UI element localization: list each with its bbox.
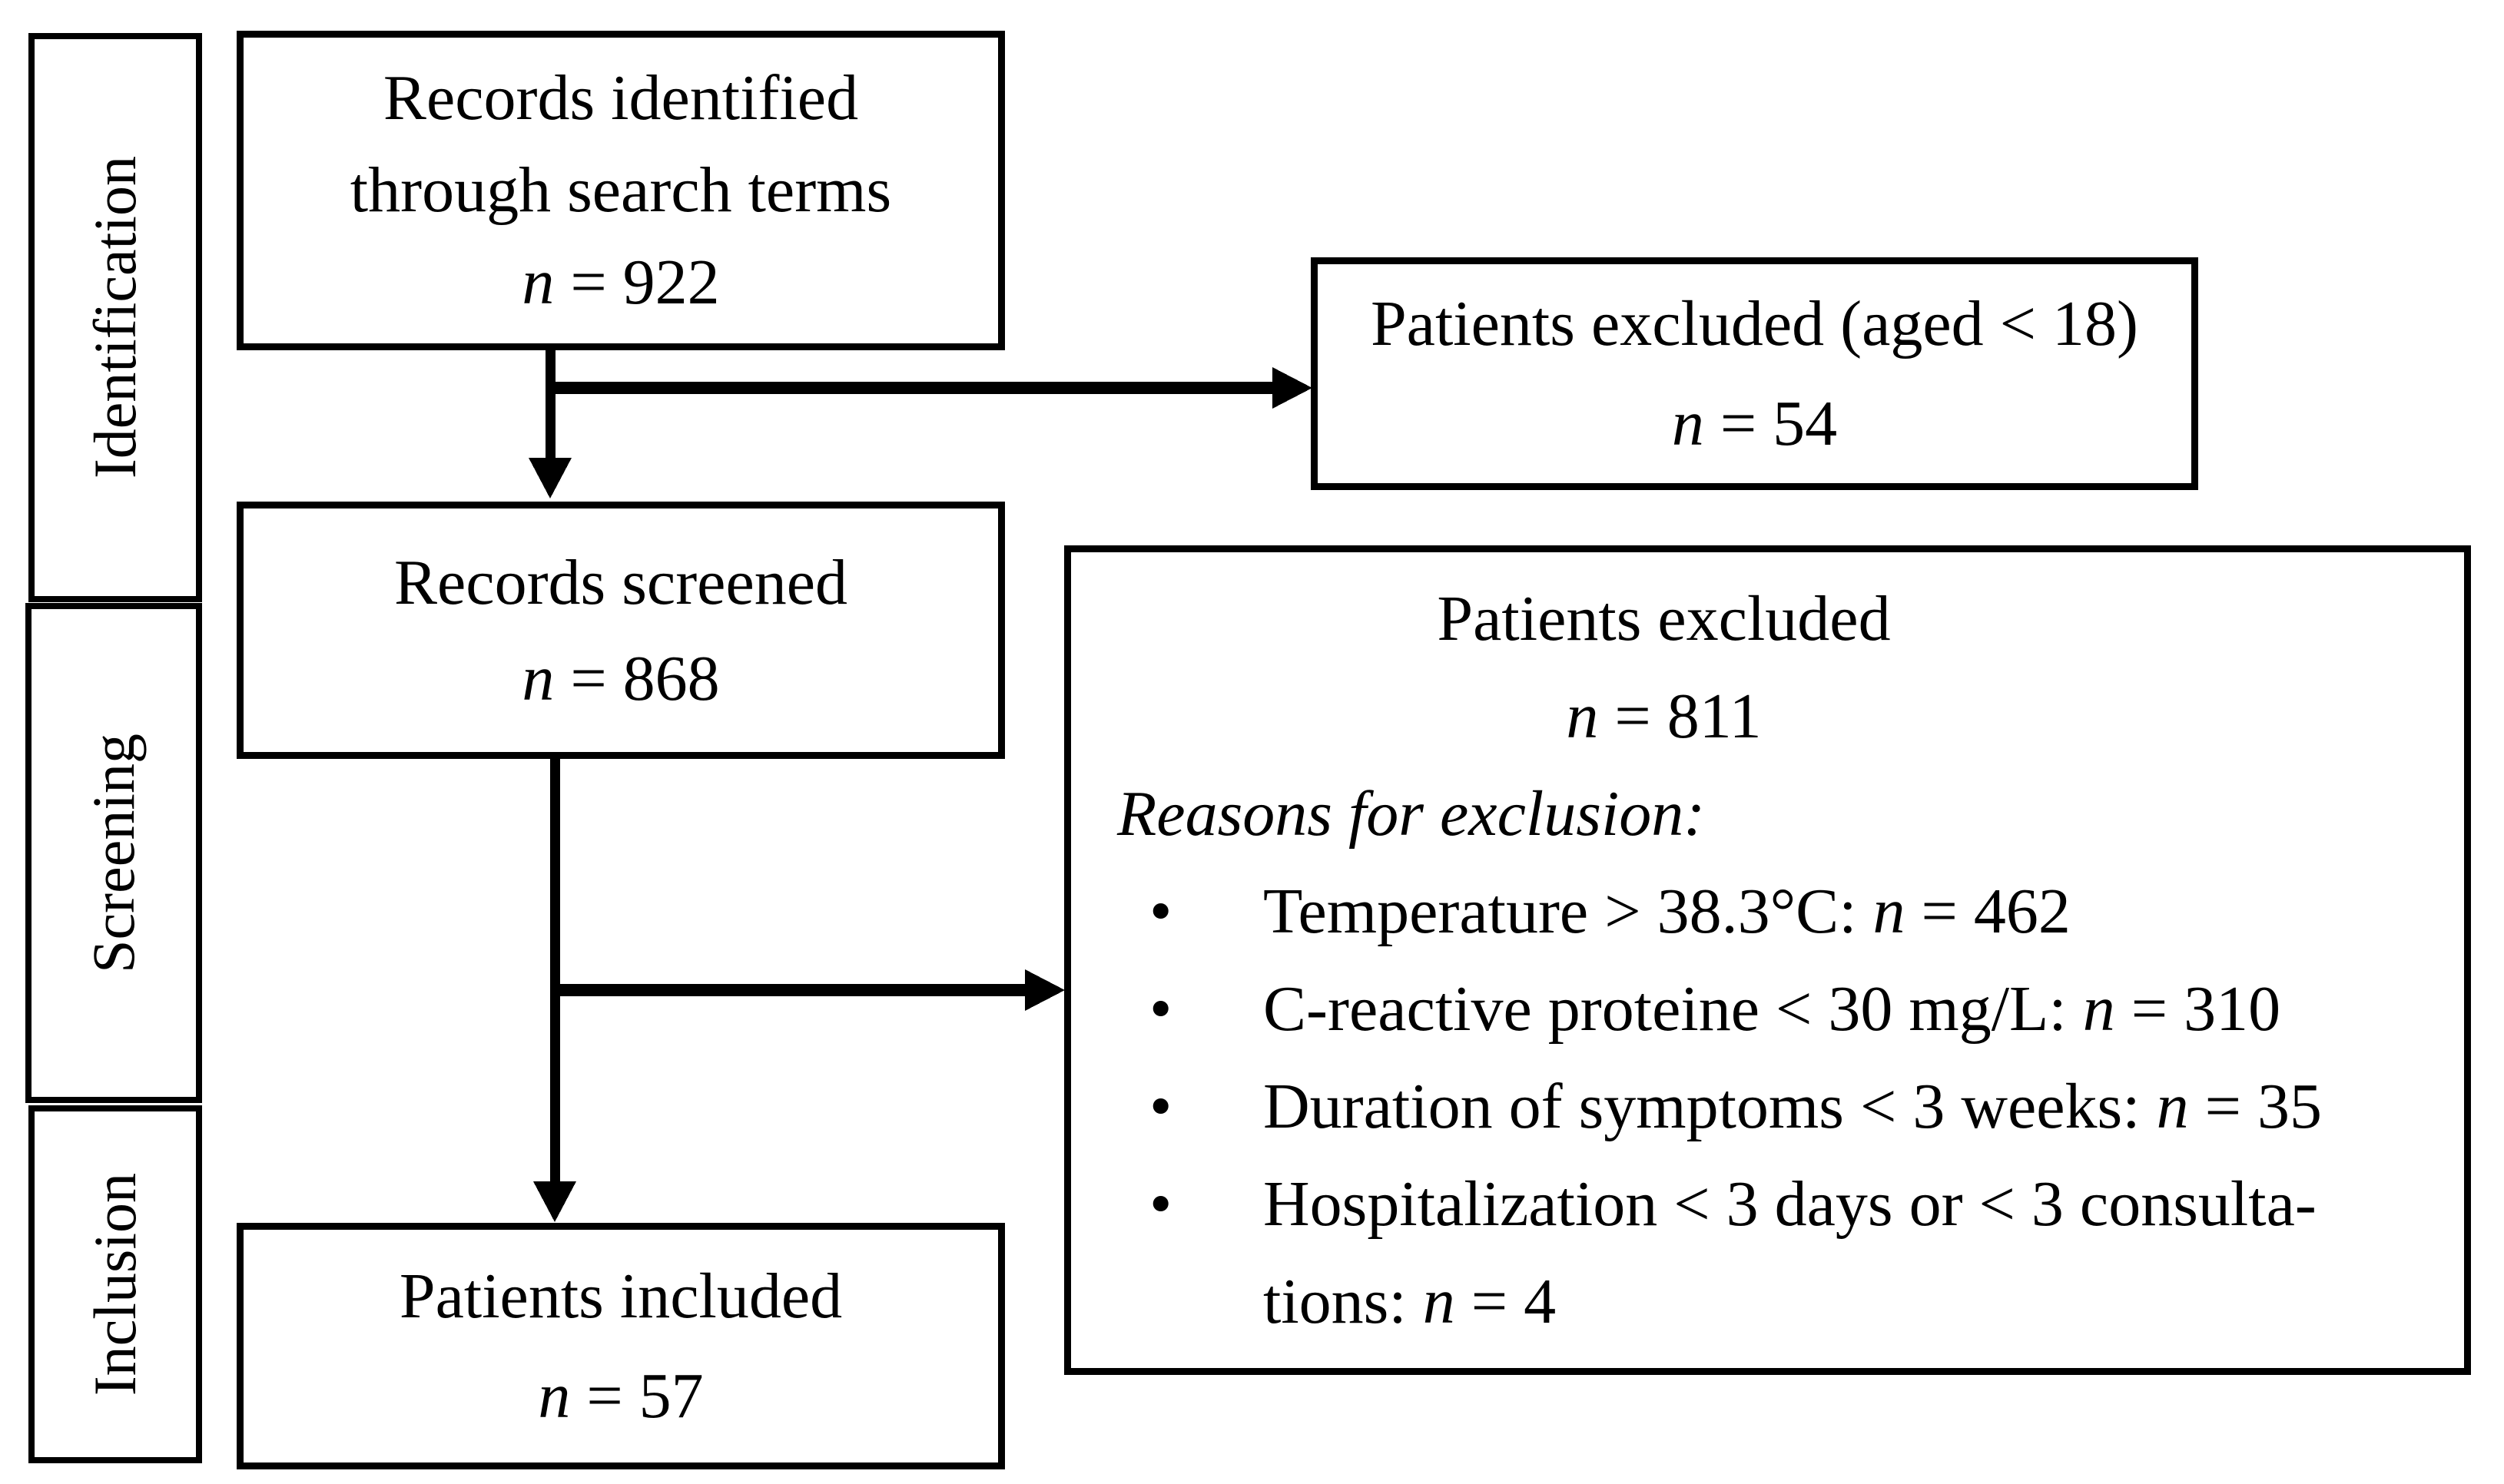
box-patients-excluded-reasons: Patients excluded n = 811 Reasons for ex… bbox=[1064, 545, 2471, 1375]
n-symbol: n bbox=[538, 1360, 571, 1432]
arrow-head-icon bbox=[1272, 367, 1312, 409]
n-value: = 4 bbox=[1471, 1266, 1557, 1337]
count-line: n = 922 bbox=[244, 237, 998, 329]
box-title-line: Records screened bbox=[393, 546, 848, 618]
n-value: = 462 bbox=[1921, 876, 2071, 947]
box-patients-included: Patients included n = 57 bbox=[237, 1223, 1005, 1469]
box-title-line: Patients excluded bbox=[1437, 583, 1891, 654]
box-records-identified: Records identified through search terms … bbox=[237, 31, 1005, 350]
bullet-icon: • bbox=[1149, 1071, 1172, 1142]
n-symbol: n bbox=[1566, 681, 1599, 752]
bullet-icon: • bbox=[1149, 973, 1172, 1045]
box-title-line: through search terms bbox=[350, 154, 892, 226]
stage-screening: Screening bbox=[25, 603, 202, 1103]
reason-item: • Hospitalization < 3 days or < 3 consul… bbox=[1117, 1155, 2418, 1350]
arrow-head-icon bbox=[533, 1181, 576, 1222]
arrow-to-excluded-reasons bbox=[555, 969, 1065, 1011]
arrow-shaft bbox=[546, 347, 556, 462]
arrow-screened-to-included bbox=[533, 757, 576, 1222]
bullet-icon: • bbox=[1149, 1168, 1172, 1240]
n-symbol: n bbox=[522, 642, 555, 714]
count-line: n = 57 bbox=[244, 1347, 998, 1446]
n-symbol: n bbox=[1872, 876, 1905, 947]
arrow-shaft bbox=[546, 382, 1275, 394]
n-value: = 54 bbox=[1720, 387, 1838, 459]
arrow-shaft bbox=[555, 984, 1028, 996]
n-symbol: n bbox=[2156, 1071, 2189, 1142]
count-line: n = 811 bbox=[1117, 667, 2418, 765]
n-value: = 811 bbox=[1614, 681, 1762, 752]
reason-item: • C-reactive proteine < 30 mg/L: n = 310 bbox=[1117, 960, 2418, 1058]
box-title-line: Patients excluded (aged < 18) bbox=[1370, 287, 2139, 359]
reason-item: • Duration of symptoms < 3 weeks: n = 35 bbox=[1117, 1058, 2418, 1155]
stage-identification: Identification bbox=[28, 33, 202, 602]
n-value: = 310 bbox=[2131, 973, 2281, 1045]
box-title-line: Records identified bbox=[383, 62, 859, 134]
n-value: = 922 bbox=[570, 247, 720, 318]
box-records-screened: Records screened n = 868 bbox=[237, 502, 1005, 759]
box-patients-excluded-age: Patients excluded (aged < 18) n = 54 bbox=[1311, 257, 2198, 490]
n-symbol: n bbox=[522, 247, 555, 318]
n-value: = 868 bbox=[570, 642, 720, 714]
stage-inclusion: Inclusion bbox=[28, 1105, 202, 1463]
count-line: n = 868 bbox=[244, 631, 998, 727]
n-value: = 35 bbox=[2204, 1071, 2322, 1142]
n-symbol: n bbox=[1422, 1266, 1455, 1337]
reasons-heading: Reasons for exclusion: bbox=[1117, 778, 1706, 850]
reasons-list: • Temperature > 38.3°C: n = 462 • C-reac… bbox=[1117, 863, 2418, 1350]
arrow-identified-to-screened bbox=[529, 347, 572, 499]
arrow-head-icon bbox=[529, 458, 572, 499]
arrow-to-excluded-age bbox=[546, 367, 1312, 409]
bullet-icon: • bbox=[1149, 876, 1172, 947]
n-symbol: n bbox=[2082, 973, 2115, 1045]
arrow-head-icon bbox=[1025, 969, 1065, 1011]
n-symbol: n bbox=[1671, 387, 1704, 459]
reason-item: • Temperature > 38.3°C: n = 462 bbox=[1117, 863, 2418, 960]
n-value: = 57 bbox=[586, 1360, 704, 1432]
box-title-line: Patients included bbox=[399, 1260, 843, 1332]
count-line: n = 54 bbox=[1318, 374, 2191, 474]
arrow-shaft bbox=[550, 757, 560, 1184]
